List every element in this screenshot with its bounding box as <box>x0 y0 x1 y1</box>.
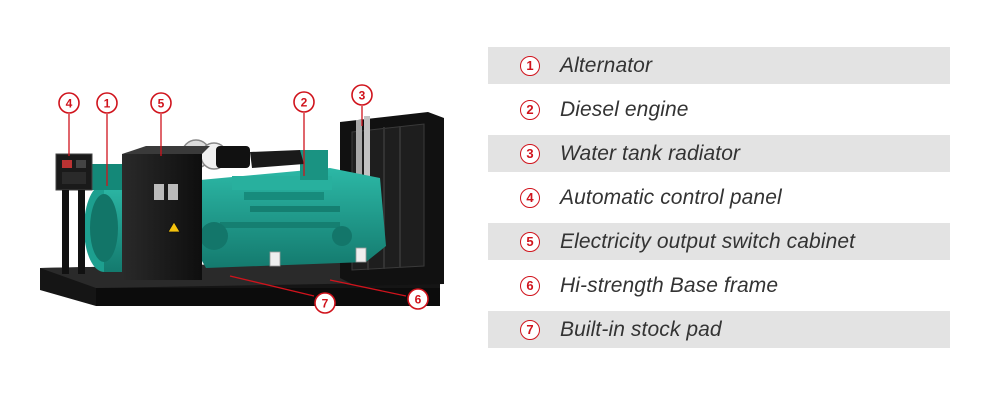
callout-2: 2 <box>294 92 314 112</box>
legend-number: 6 <box>520 276 540 296</box>
callout-1: 1 <box>97 93 117 113</box>
callout-6: 6 <box>408 289 428 309</box>
legend-item-alternator: 1 Alternator <box>488 47 950 84</box>
callout-5-number: 5 <box>158 97 165 111</box>
legend-label: Diesel engine <box>560 98 689 122</box>
legend-label: Electricity output switch cabinet <box>560 230 855 254</box>
legend-label: Hi-strength Base frame <box>560 274 778 298</box>
legend-number: 2 <box>520 100 540 120</box>
legend-item-radiator: 3 Water tank radiator <box>488 135 950 172</box>
legend-number: 7 <box>520 320 540 340</box>
legend-number: 1 <box>520 56 540 76</box>
legend-item-control-panel: 4 Automatic control panel <box>488 179 950 216</box>
legend-item-diesel-engine: 2 Diesel engine <box>488 91 950 128</box>
callout-1-number: 1 <box>104 97 111 111</box>
legend-item-base-frame: 6 Hi-strength Base frame <box>488 267 950 304</box>
legend-item-switch-cabinet: 5 Electricity output switch cabinet <box>488 223 950 260</box>
callout-2-number: 2 <box>301 96 308 110</box>
callout-3: 3 <box>352 85 372 105</box>
callout-4: 4 <box>59 93 79 113</box>
callout-7: 7 <box>315 293 335 313</box>
legend-label: Built-in stock pad <box>560 318 722 342</box>
callout-4-number: 4 <box>66 97 73 111</box>
legend-number: 5 <box>520 232 540 252</box>
legend-item-stock-pad: 7 Built-in stock pad <box>488 311 950 348</box>
callout-6-number: 6 <box>415 293 422 307</box>
legend-number: 3 <box>520 144 540 164</box>
callout-5: 5 <box>151 93 171 113</box>
legend-label: Alternator <box>560 54 652 78</box>
generator-illustration: 4 1 5 2 3 7 6 <box>0 0 480 404</box>
legend-label: Automatic control panel <box>560 186 782 210</box>
callout-7-number: 7 <box>322 297 329 311</box>
switch-cabinet <box>122 146 210 280</box>
legend-label: Water tank radiator <box>560 142 740 166</box>
legend-number: 4 <box>520 188 540 208</box>
callout-3-number: 3 <box>359 89 366 103</box>
generator-diagram: 4 1 5 2 3 7 6 <box>0 0 480 404</box>
component-legend: 1 Alternator 2 Diesel engine 3 Water tan… <box>488 47 950 355</box>
